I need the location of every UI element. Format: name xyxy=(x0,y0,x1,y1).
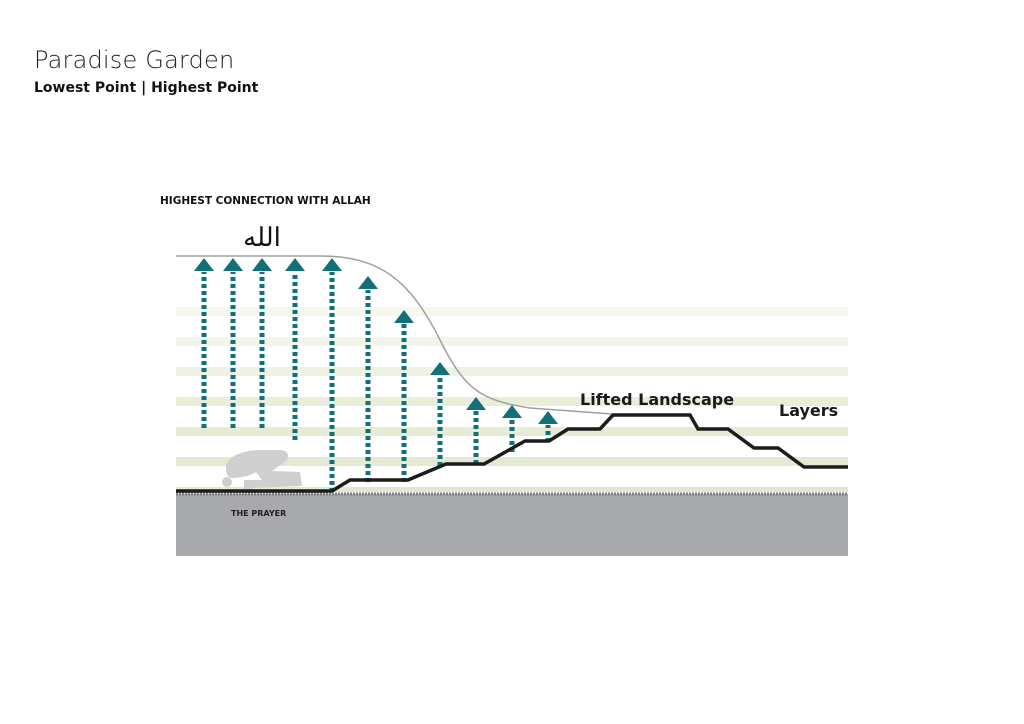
layers-label: Layers xyxy=(779,401,838,420)
layer-band xyxy=(176,367,848,376)
layer-band xyxy=(176,337,848,346)
arrow-up-icon xyxy=(430,362,450,375)
layer-band xyxy=(176,397,848,406)
page-subtitle: Lowest Point | Highest Point xyxy=(34,80,259,96)
arrow-up-icon xyxy=(194,258,214,271)
arrow-up-icon xyxy=(252,258,272,271)
arrow-up-icon xyxy=(466,397,486,410)
layer-band xyxy=(176,427,848,436)
arrow-up-icon xyxy=(285,258,305,271)
layer-band xyxy=(176,487,848,492)
highest-connection-label: HIGHEST CONNECTION WITH ALLAH xyxy=(160,195,371,207)
layer-bands xyxy=(176,307,848,492)
layer-band xyxy=(176,307,848,316)
prayer-label: THE PRAYER xyxy=(231,509,286,518)
arrow-up-icon xyxy=(358,276,378,289)
arrow-up-icon xyxy=(223,258,243,271)
arrow-up-icon xyxy=(394,310,414,323)
arrow-up-icon xyxy=(538,411,558,424)
lifted-landscape-label: Lifted Landscape xyxy=(580,390,734,409)
allah-calligraphy-icon: الله xyxy=(243,223,281,253)
ground-section xyxy=(176,494,848,556)
ascent-arrows xyxy=(194,258,558,492)
arrow-up-icon xyxy=(502,405,522,418)
page-title: Paradise Garden xyxy=(34,46,235,74)
connection-curve xyxy=(176,255,613,415)
lifted-landscape-line xyxy=(176,413,848,493)
arrow-up-icon xyxy=(322,258,342,271)
layer-band xyxy=(176,457,848,466)
prostration-figure-icon xyxy=(222,450,302,489)
